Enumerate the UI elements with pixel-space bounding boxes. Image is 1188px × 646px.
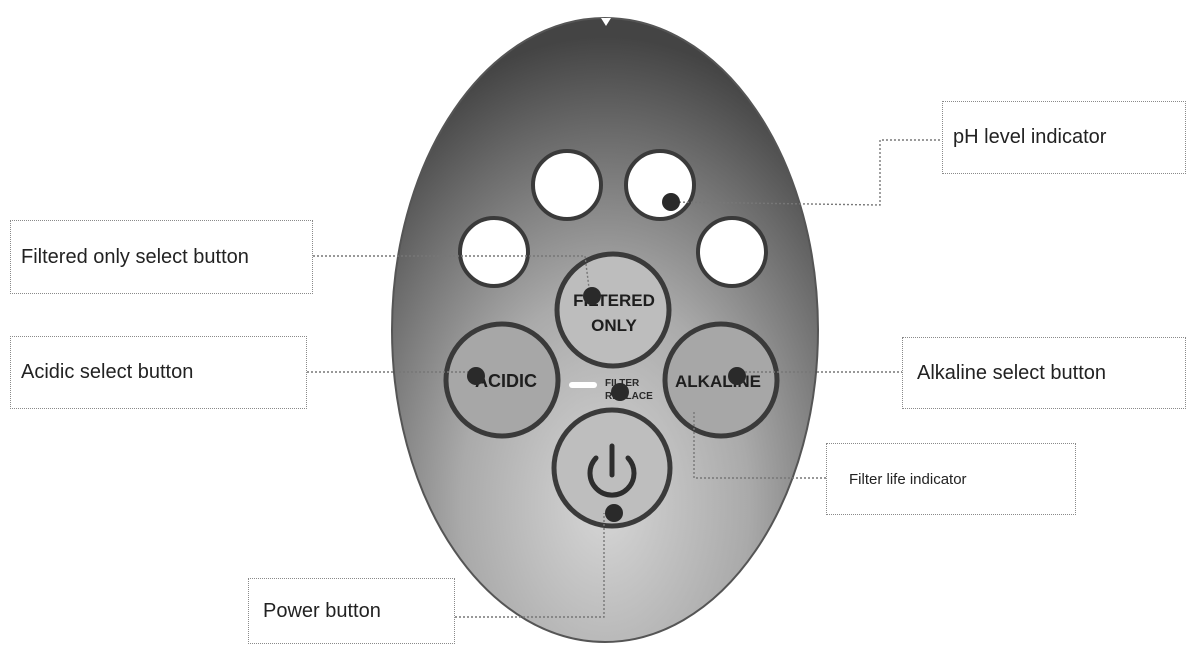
acidic-label: ACIDIC <box>475 371 537 391</box>
power-marker <box>605 504 623 522</box>
leader-filtered-only <box>313 255 591 297</box>
filtered-only-select-callout: Filtered only select button <box>10 220 313 294</box>
filtered-only-label-line2: ONLY <box>591 316 637 335</box>
ph-light-4 <box>696 216 768 288</box>
leader-lines <box>307 139 942 618</box>
power-button-callout: Power button <box>248 578 455 644</box>
power-icon <box>587 443 637 498</box>
filter-replace-light <box>569 382 597 388</box>
alkaline-marker <box>728 367 746 385</box>
acidic-select-text: Acidic select button <box>21 361 194 383</box>
filter-life-marker <box>611 383 629 401</box>
filtered-only-button[interactable] <box>554 251 672 369</box>
alkaline-select-callout: Alkaline select button <box>902 337 1186 409</box>
power-button-text: Power button <box>263 599 381 622</box>
acidic-select-callout: Acidic select button <box>10 336 307 409</box>
filter-life-indicator-callout: Filter life indicator <box>826 443 1076 515</box>
alkaline-select-text: Alkaline select button <box>917 361 1107 384</box>
ph-light-1 <box>458 216 530 288</box>
ph-light-2 <box>531 149 603 221</box>
alkaline-label: ALKALINE <box>675 372 761 391</box>
leader-filter-life <box>693 412 826 479</box>
ph-level-indicator-callout: pH level indicator <box>942 101 1186 174</box>
alkaline-button[interactable] <box>662 321 780 439</box>
filtered-only-select-text: Filtered only select button <box>21 245 249 268</box>
ph-light-3 <box>624 149 696 221</box>
filtered-only-marker <box>583 287 601 305</box>
acidic-marker <box>467 367 485 385</box>
leader-ph <box>670 139 942 206</box>
leader-power <box>455 513 605 618</box>
panel-notch <box>601 18 611 26</box>
ph-level-indicator-text: pH level indicator <box>953 126 1107 148</box>
ph-marker <box>662 193 680 211</box>
acidic-button[interactable] <box>443 321 561 439</box>
filter-replace-label-line2: REPLACE <box>605 391 653 402</box>
filter-life-indicator-text: Filter life indicator <box>849 470 967 488</box>
